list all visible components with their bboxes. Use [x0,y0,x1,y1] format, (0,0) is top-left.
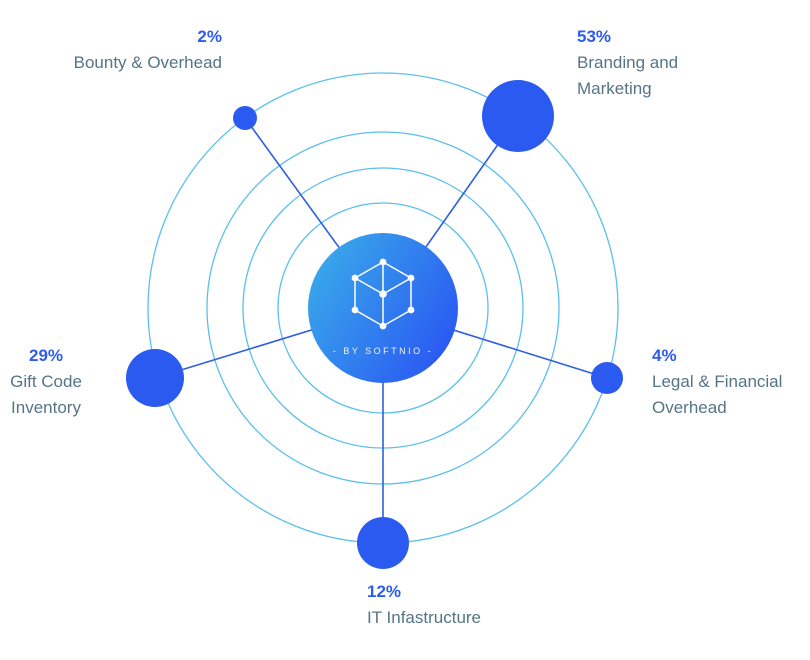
node-label-legal: 4% Legal & Financial Overhead [652,343,810,421]
node-percent-legal: 4% [652,346,677,365]
node-label-bounty: 2% Bounty & Overhead [0,24,222,76]
node-label-it: 12% IT Infastructure [367,579,597,631]
node-label-text-branding: Branding and Marketing [577,53,679,98]
node-label-text-legal: Legal & Financial Overhead [652,372,783,417]
node-dot-bounty [233,106,257,130]
hex-network-icon [351,258,415,330]
node-label-gift: 29% Gift Code Inventory [0,343,92,421]
center-caption: - BY SOFTNIO - [333,346,433,356]
node-dot-legal [591,362,623,394]
node-dot-it [357,517,409,569]
node-percent-bounty: 2% [197,27,222,46]
node-label-text-bounty: Bounty & Overhead [73,53,222,72]
node-dots [126,80,623,569]
node-label-text-gift: Gift Code Inventory [10,372,82,417]
node-percent-branding: 53% [577,27,612,46]
node-label-branding: 53% Branding and Marketing [577,24,699,102]
node-dot-branding [482,80,554,152]
node-label-text-it: IT Infastructure [367,608,482,627]
node-dot-gift [126,349,184,407]
node-percent-it: 12% [367,582,402,601]
node-percent-gift: 29% [28,346,64,365]
